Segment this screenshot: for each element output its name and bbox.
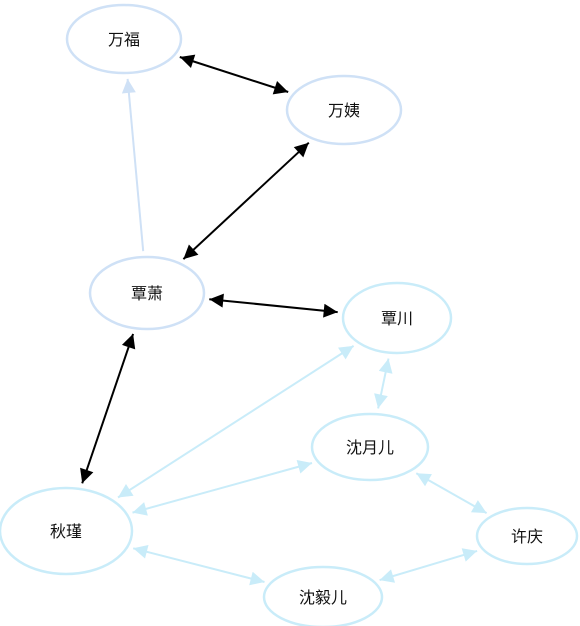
node-ellipse bbox=[65, 3, 183, 75]
node-tanchuan[interactable]: 覃川 bbox=[341, 281, 453, 355]
edge-wanyi-tanxiao bbox=[182, 141, 310, 260]
edge-xuqing-shenyier bbox=[379, 548, 478, 583]
node-label: 万姨 bbox=[328, 101, 360, 120]
node-wanfu[interactable]: 万福 bbox=[65, 3, 183, 75]
node-ellipse bbox=[285, 74, 403, 146]
edge-tanchuan-qiujin bbox=[117, 345, 355, 499]
node-ellipse bbox=[475, 506, 579, 566]
edge-shenyueer-qiujin bbox=[132, 459, 313, 516]
edge-qiujin-shenyier bbox=[132, 545, 265, 586]
node-label: 万福 bbox=[108, 30, 140, 49]
node-ellipse bbox=[262, 565, 384, 626]
node-ellipse bbox=[0, 486, 134, 576]
edge-tanxiao-wanfu bbox=[121, 78, 145, 252]
edge-tanxiao-qiujin bbox=[80, 333, 136, 484]
node-qiujin[interactable]: 秋瑾 bbox=[0, 486, 134, 576]
node-label: 覃川 bbox=[381, 309, 413, 328]
node-label: 许庆 bbox=[511, 527, 543, 546]
node-xuqing[interactable]: 许庆 bbox=[475, 506, 579, 566]
edges-layer bbox=[80, 54, 488, 586]
node-wanyi[interactable]: 万姨 bbox=[285, 74, 403, 146]
node-shenyueer[interactable]: 沈月儿 bbox=[310, 412, 430, 482]
edge-tanchuan-shenyueer bbox=[374, 358, 393, 409]
edge-tanxiao-tanchuan bbox=[209, 293, 338, 318]
node-label: 沈毅儿 bbox=[299, 588, 347, 607]
node-tanxiao[interactable]: 覃萧 bbox=[88, 255, 206, 331]
edge-shenyueer-xuqing bbox=[415, 472, 488, 514]
node-ellipse bbox=[88, 255, 206, 331]
node-ellipse bbox=[310, 412, 430, 482]
node-label: 覃萧 bbox=[131, 284, 163, 303]
edge-wanfu-wanyi bbox=[179, 54, 289, 95]
node-ellipse bbox=[341, 281, 453, 355]
node-label: 沈月儿 bbox=[346, 438, 394, 457]
node-label: 秋瑾 bbox=[50, 522, 82, 541]
node-shenyier[interactable]: 沈毅儿 bbox=[262, 565, 384, 626]
